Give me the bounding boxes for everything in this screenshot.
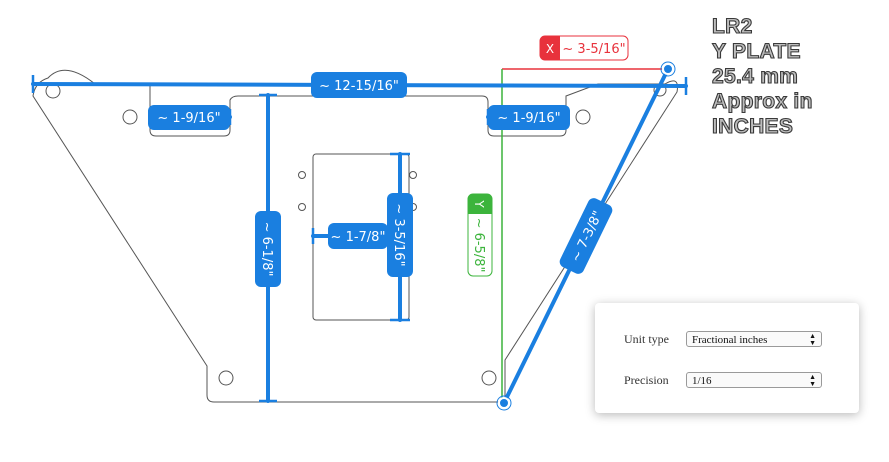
label-slot-right-text: ~ 1-9/16" bbox=[497, 111, 560, 126]
y-axis-tag: Y bbox=[472, 199, 486, 208]
label-window-width-text: ~ 1-7/8" bbox=[331, 230, 386, 245]
title-line: 25.4 mm bbox=[711, 64, 799, 88]
unit-type-select[interactable]: Fractional inches ▲▼ bbox=[686, 331, 822, 347]
label-width-text: ~ 12-15/16" bbox=[319, 79, 399, 94]
x-axis-label: X ~ 3-5/16" bbox=[539, 35, 629, 61]
x-axis-value: ~ 3-5/16" bbox=[562, 42, 625, 57]
label-window-width[interactable]: ~ 1-7/8" bbox=[328, 223, 388, 249]
diagonal-end-handle[interactable] bbox=[498, 397, 510, 409]
title-line: INCHES bbox=[711, 114, 794, 138]
unit-type-row: Unit type Fractional inches ▲▼ bbox=[624, 331, 822, 347]
plate-title: LR2 Y PLATE 25.4 mm Approx in INCHES bbox=[711, 14, 813, 139]
y-axis-value: ~ 6-5/8" bbox=[471, 218, 486, 273]
unit-type-value: Fractional inches bbox=[692, 334, 768, 346]
hole bbox=[481, 370, 497, 386]
hole bbox=[122, 109, 138, 125]
hole bbox=[45, 83, 61, 99]
y-axis-label: Y ~ 6-5/8" bbox=[467, 193, 493, 277]
label-window-height-text: ~ 3-5/16" bbox=[391, 203, 406, 266]
title-line: Y PLATE bbox=[711, 39, 801, 63]
title-line: LR2 bbox=[711, 14, 753, 38]
title-line: Approx in bbox=[711, 89, 813, 113]
label-diagonal[interactable]: ~ 7-3/8" bbox=[558, 196, 615, 276]
handle-ring bbox=[660, 61, 676, 77]
settings-panel: Unit type Fractional inches ▲▼ Precision… bbox=[595, 303, 859, 413]
hole bbox=[218, 370, 234, 386]
label-slot-right[interactable]: ~ 1-9/16" bbox=[488, 105, 570, 130]
hole bbox=[575, 109, 591, 125]
small-hole bbox=[409, 171, 417, 179]
precision-row: Precision 1/16 ▲▼ bbox=[624, 372, 822, 388]
label-slot-left[interactable]: ~ 1-9/16" bbox=[148, 105, 230, 130]
label-slot-left-text: ~ 1-9/16" bbox=[157, 111, 220, 126]
diagonal-start-handle[interactable] bbox=[662, 63, 674, 75]
select-arrows-icon: ▲▼ bbox=[809, 332, 816, 347]
small-hole bbox=[298, 171, 306, 179]
precision-select[interactable]: 1/16 ▲▼ bbox=[686, 372, 822, 388]
unit-type-label: Unit type bbox=[624, 331, 669, 346]
x-axis-tag: X bbox=[546, 42, 554, 56]
label-width[interactable]: ~ 12-15/16" bbox=[311, 72, 407, 98]
small-hole bbox=[298, 203, 306, 211]
precision-label: Precision bbox=[624, 372, 669, 387]
label-height-text: ~ 6-1/8" bbox=[259, 222, 274, 277]
label-window-height[interactable]: ~ 3-5/16" bbox=[387, 193, 413, 277]
select-arrows-icon: ▲▼ bbox=[809, 373, 816, 388]
precision-value: 1/16 bbox=[692, 375, 712, 387]
plate-outline bbox=[32, 69, 678, 403]
label-height[interactable]: ~ 6-1/8" bbox=[255, 211, 281, 287]
handle-ring bbox=[496, 395, 512, 411]
